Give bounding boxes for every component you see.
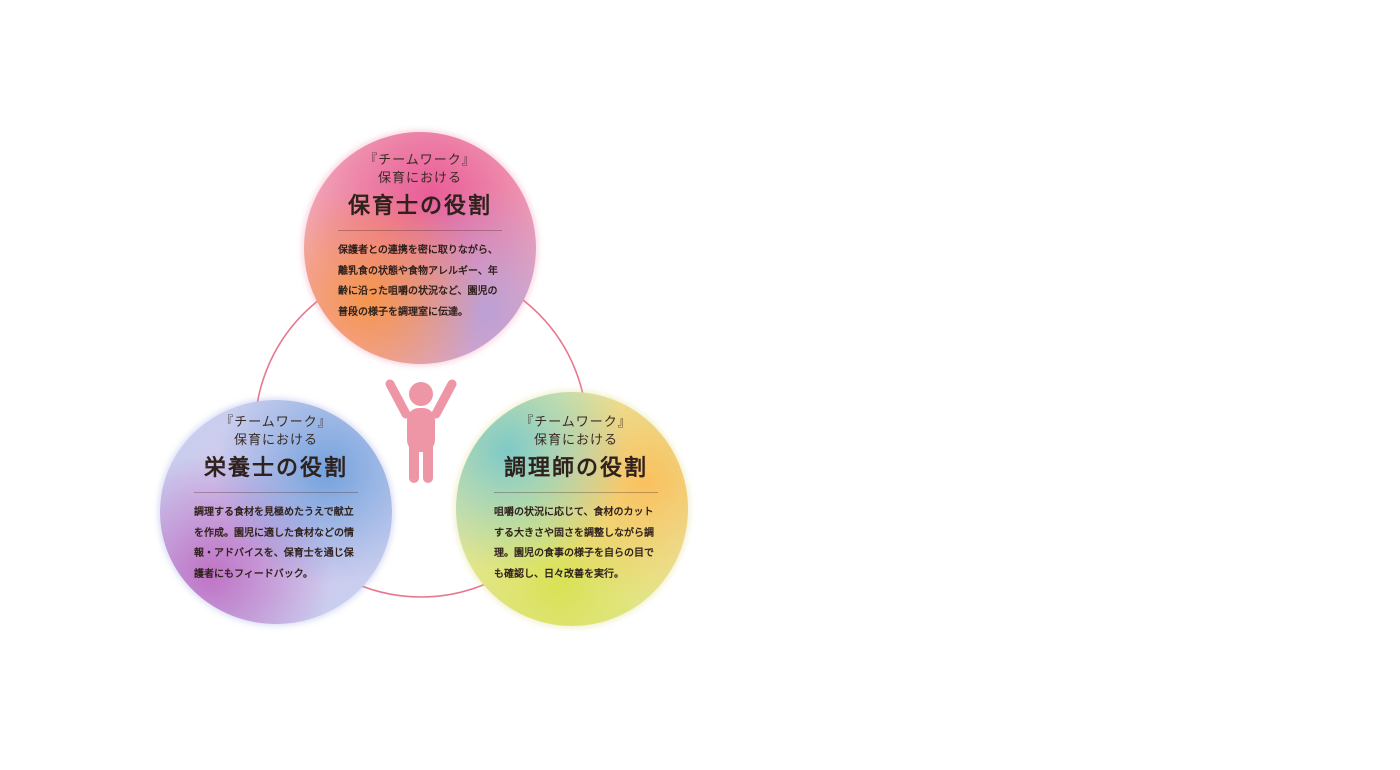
eiyoshi-subtitle-line1: 『チームワーク』: [220, 415, 332, 430]
eiyoshi-description: 調理する食材を見極めたうえで献立を作成。園児に適した食材などの情報・アドバイスを…: [194, 507, 354, 580]
hoikushi-title: 保育士の役割: [347, 194, 492, 219]
choriishi-description: 咀嚼の状況に応じて、食材のカットする大きさや固さを調整しながら調理。園児の食事の…: [494, 507, 654, 580]
eiyoshi-subtitle-line2: 保育における: [233, 433, 318, 448]
person-arms-up-icon: [385, 379, 457, 483]
choriishi-subtitle-line1: 『チームワーク』: [520, 415, 632, 430]
choriishi-watercolor-circle: [456, 392, 688, 626]
hoikushi-watercolor-circle: [304, 132, 536, 364]
eiyoshi-title: 栄養士の役割: [203, 456, 348, 481]
eiyoshi-divider: [194, 492, 358, 493]
hoikushi-divider: [338, 230, 502, 231]
choriishi-role-card: 『チームワーク』 保育における 調理師の役割 咀嚼の状況に応じて、食材のカットす…: [488, 414, 664, 585]
hoikushi-subtitle-line2: 保育における: [377, 171, 462, 186]
eiyoshi-watercolor-circle: [160, 400, 392, 624]
eiyoshi-role-card: 『チームワーク』 保育における 栄養士の役割 調理する食材を見極めたうえで献立を…: [192, 414, 360, 585]
choriishi-subtitle-line2: 保育における: [533, 433, 618, 448]
choriishi-divider: [494, 492, 658, 493]
choriishi-title: 調理師の役割: [503, 456, 648, 481]
hoikushi-role-card: 『チームワーク』 保育における 保育士の役割 保護者との連携を密に取りながら、離…: [336, 152, 504, 323]
hoikushi-subtitle-line1: 『チームワーク』: [364, 153, 476, 168]
hoikushi-description: 保護者との連携を密に取りながら、離乳食の状態や食物アレルギー、年齢に沿った咀嚼の…: [338, 245, 498, 318]
